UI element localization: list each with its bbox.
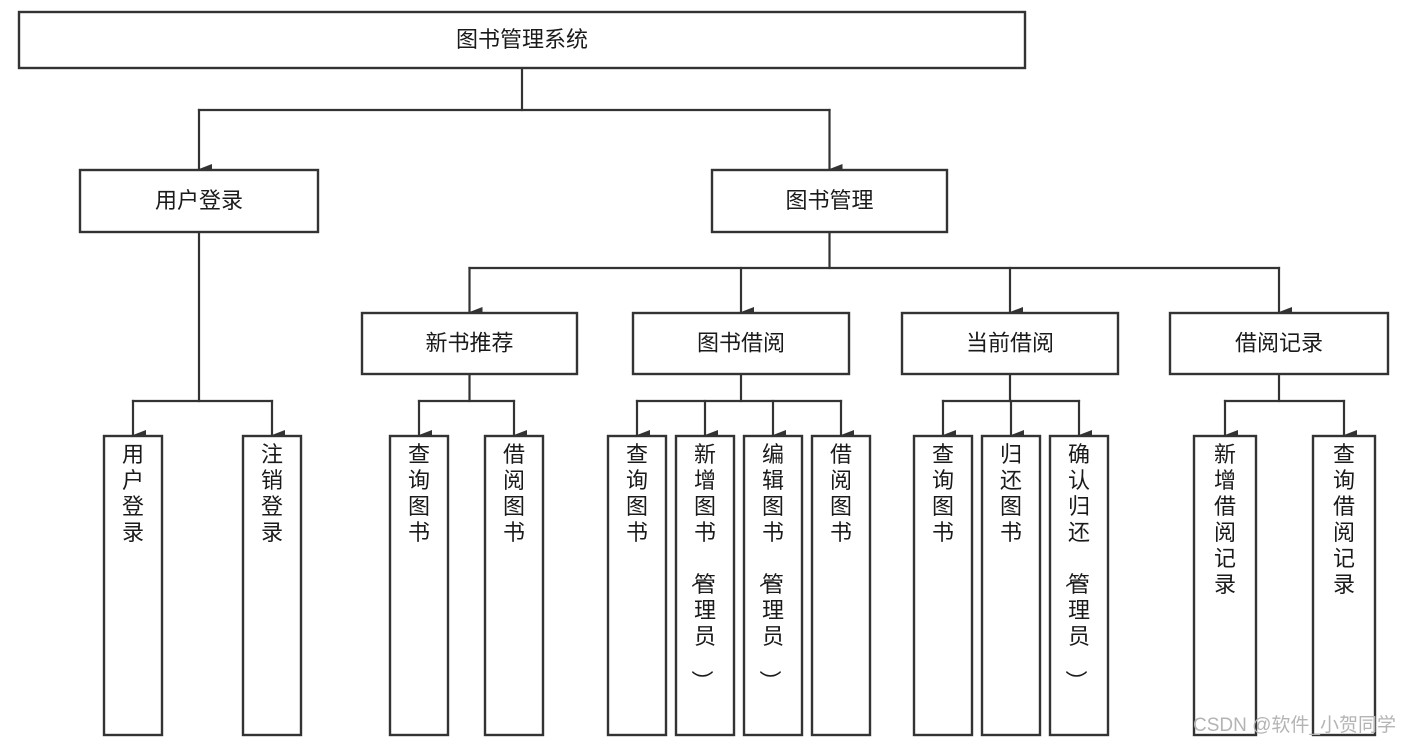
node-l3-2-label: 当前借阅 (966, 330, 1054, 355)
node-leaf-4-box[interactable] (606, 434, 668, 737)
node-l3-0-box[interactable] (360, 311, 579, 376)
node-leaf-0-label: 用户登录 (122, 442, 144, 545)
node-leaf-3-label: 借阅图书 (503, 442, 525, 545)
node-leaf-10-label: 确认归还（管理员） (1063, 442, 1090, 692)
node-leaf-0[interactable]: 用户登录 (102, 434, 164, 737)
node-leaf-4[interactable]: 查询图书 (606, 434, 668, 737)
node-leaf-1[interactable]: 注销登录 (241, 434, 303, 737)
node-leaf-5-box[interactable] (674, 434, 736, 737)
node-leaf-12[interactable]: 查询借阅记录 (1311, 434, 1377, 737)
node-leaf-4-label: 查询图书 (626, 442, 648, 545)
node-l2-1[interactable]: 图书管理 (710, 168, 949, 234)
csdn-watermark: CSDN @软件_小贺同学 (1193, 714, 1396, 736)
node-l3-3[interactable]: 借阅记录 (1168, 311, 1390, 376)
node-l3-1[interactable]: 图书借阅 (631, 311, 851, 376)
node-leaf-8-box[interactable] (912, 434, 974, 737)
node-layer: 图书管理系统用户登录图书管理新书推荐图书借阅当前借阅借阅记录用户登录注销登录查询… (17, 10, 1390, 737)
node-leaf-3-box[interactable] (483, 434, 545, 737)
node-leaf-9-label: 归还图书 (1000, 442, 1022, 545)
node-leaf-12-label: 查询借阅记录 (1333, 442, 1355, 597)
node-l3-0-label: 新书推荐 (425, 330, 513, 355)
node-l3-3-label: 借阅记录 (1235, 330, 1323, 355)
node-leaf-2-label: 查询图书 (408, 442, 430, 545)
node-leaf-7-box[interactable] (810, 434, 872, 737)
node-leaf-3[interactable]: 借阅图书 (483, 434, 545, 737)
node-leaf-5-label: 新增图书（管理员） (689, 442, 716, 692)
node-l3-2[interactable]: 当前借阅 (900, 311, 1120, 376)
node-l2-0[interactable]: 用户登录 (78, 168, 320, 234)
node-l3-1-label: 图书借阅 (697, 330, 785, 355)
node-l3-2-box[interactable] (900, 311, 1120, 376)
node-leaf-9[interactable]: 归还图书 (980, 434, 1042, 737)
node-leaf-12-box[interactable] (1311, 434, 1377, 737)
node-root-system-box[interactable] (17, 10, 1027, 70)
node-root-system[interactable]: 图书管理系统 (17, 10, 1027, 70)
node-root-system-label: 图书管理系统 (456, 27, 588, 52)
node-leaf-2-box[interactable] (388, 434, 450, 737)
node-leaf-10-box[interactable] (1048, 434, 1110, 737)
node-leaf-6[interactable]: 编辑图书（管理员） (742, 434, 804, 737)
node-leaf-0-box[interactable] (102, 434, 164, 737)
node-l3-3-box[interactable] (1168, 311, 1390, 376)
node-leaf-6-box[interactable] (742, 434, 804, 737)
node-leaf-7-label: 借阅图书 (830, 442, 852, 545)
node-leaf-11-box[interactable] (1192, 434, 1258, 737)
node-leaf-7[interactable]: 借阅图书 (810, 434, 872, 737)
node-leaf-1-label: 注销登录 (261, 442, 283, 545)
connector-layer (131, 66, 1357, 440)
node-leaf-8[interactable]: 查询图书 (912, 434, 974, 737)
node-l2-0-label: 用户登录 (155, 188, 243, 213)
node-l2-1-label: 图书管理 (785, 188, 873, 213)
node-leaf-10[interactable]: 确认归还（管理员） (1048, 434, 1110, 737)
node-l3-0[interactable]: 新书推荐 (360, 311, 579, 376)
node-leaf-2[interactable]: 查询图书 (388, 434, 450, 737)
node-leaf-11[interactable]: 新增借阅记录 (1192, 434, 1258, 737)
node-leaf-11-label: 新增借阅记录 (1214, 442, 1236, 597)
node-leaf-1-box[interactable] (241, 434, 303, 737)
node-l2-1-box[interactable] (710, 168, 949, 234)
node-leaf-9-box[interactable] (980, 434, 1042, 737)
node-l2-0-box[interactable] (78, 168, 320, 234)
node-leaf-8-label: 查询图书 (932, 442, 954, 545)
node-l3-1-box[interactable] (631, 311, 851, 376)
node-leaf-6-label: 编辑图书（管理员） (757, 442, 784, 692)
node-leaf-5[interactable]: 新增图书（管理员） (674, 434, 736, 737)
